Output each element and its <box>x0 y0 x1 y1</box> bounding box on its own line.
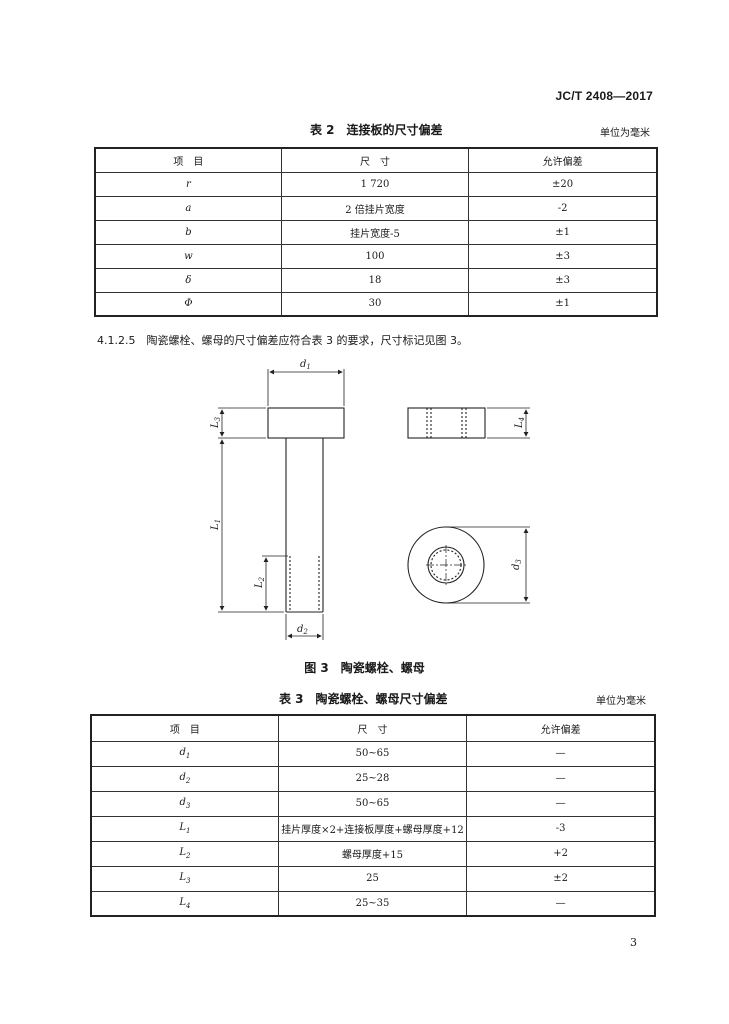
table2-item: a <box>94 195 282 221</box>
table2-header-size: 尺 寸 <box>280 147 470 173</box>
table2-size: 挂片宽度-5 <box>280 219 470 245</box>
table-row: Φ 30 ±1 <box>94 291 658 317</box>
table2-item: δ <box>94 267 282 293</box>
table3-item: L4 <box>90 890 279 917</box>
nut-side-view <box>407 407 486 439</box>
table3-tol: — <box>466 890 656 917</box>
table-row: d3 50~65 — <box>90 790 656 817</box>
table3-item: d3 <box>90 790 279 817</box>
label-d3: d3 <box>511 559 523 570</box>
label-L1: L1 <box>210 519 222 531</box>
table3-size: 50~65 <box>277 740 468 767</box>
table3-size: 挂片厚度×2+连接板厚度+螺母厚度+12 <box>277 815 468 842</box>
table3-tol: — <box>466 790 656 817</box>
table2-size: 18 <box>280 267 470 293</box>
table2-item: Φ <box>94 291 282 317</box>
table3-item: d2 <box>90 765 279 792</box>
table-row: L3 25 ±2 <box>90 865 656 892</box>
table3-size: 25~35 <box>277 890 468 917</box>
table-row: d1 50~65 — <box>90 740 656 767</box>
label-L2: L2 <box>254 576 266 589</box>
table2-header-tol: 允许偏差 <box>468 147 658 173</box>
table-row: L2 螺母厚度+15 +2 <box>90 840 656 867</box>
table3-tol: +2 <box>466 840 656 867</box>
label-d1: d1 <box>300 359 311 371</box>
table3-size: 50~65 <box>277 790 468 817</box>
table2-header-item: 项 目 <box>94 147 282 173</box>
bolt-head <box>267 407 345 439</box>
table2: 项 目 尺 寸 允许偏差 r 1 720 ±20 a 2 倍挂片宽度 -2 b … <box>94 147 658 317</box>
table2-tol: ±1 <box>468 291 658 317</box>
table3-header-row: 项 目 尺 寸 允许偏差 <box>90 714 656 742</box>
table3-item: L1 <box>90 815 279 842</box>
table2-size: 2 倍挂片宽度 <box>280 195 470 221</box>
table2-unit: 单位为毫米 <box>600 128 650 139</box>
table-row: δ 18 ±3 <box>94 267 658 293</box>
page-number: 3 <box>630 936 637 949</box>
table3-item: L3 <box>90 865 279 892</box>
figure3-caption: 图 3 陶瓷螺栓、螺母 <box>304 661 425 675</box>
table2-tol: ±3 <box>468 267 658 293</box>
standard-code: JC/T 2408—2017 <box>555 89 653 103</box>
table3-tol: -3 <box>466 815 656 842</box>
table3-item: L2 <box>90 840 279 867</box>
table2-size: 100 <box>280 243 470 269</box>
table2-header-row: 项 目 尺 寸 允许偏差 <box>94 147 658 173</box>
table2-item: r <box>94 171 282 197</box>
table-row: L4 25~35 — <box>90 890 656 917</box>
figure3-drawing: d1 d2 d3 L1 L2 L3 L4 <box>210 359 530 640</box>
table3-title: 表 3 陶瓷螺栓、螺母尺寸偏差 <box>279 692 448 706</box>
table2-tol: ±20 <box>468 171 658 197</box>
table3: 项 目 尺 寸 允许偏差 d1 50~65 — d2 25~28 — d3 50… <box>90 714 656 917</box>
table3-tol: — <box>466 740 656 767</box>
label-d2: d2 <box>297 624 308 636</box>
label-L4: L4 <box>514 417 526 429</box>
table-row: a 2 倍挂片宽度 -2 <box>94 195 658 221</box>
table3-tol: — <box>466 765 656 792</box>
label-L3: L3 <box>210 416 222 429</box>
table2-size: 30 <box>280 291 470 317</box>
table-row: w 100 ±3 <box>94 243 658 269</box>
table-row: d2 25~28 — <box>90 765 656 792</box>
table2-tol: -2 <box>468 195 658 221</box>
table3-unit: 单位为毫米 <box>596 696 646 707</box>
table2-title: 表 2 连接板的尺寸偏差 <box>310 123 443 137</box>
table3-item: d1 <box>90 740 279 767</box>
table3-header-size: 尺 寸 <box>277 714 468 742</box>
table3-tol: ±2 <box>466 865 656 892</box>
table-row: b 挂片宽度-5 ±1 <box>94 219 658 245</box>
table3-size: 25 <box>277 865 468 892</box>
clause-4-1-2-5: 4.1.2.5 陶瓷螺栓、螺母的尺寸偏差应符合表 3 的要求，尺寸标记见图 3。 <box>97 334 468 347</box>
table-row: L1 挂片厚度×2+连接板厚度+螺母厚度+12 -3 <box>90 815 656 842</box>
table2-tol: ±1 <box>468 219 658 245</box>
table3-header-tol: 允许偏差 <box>466 714 656 742</box>
table3-header-item: 项 目 <box>90 714 279 742</box>
table3-size: 螺母厚度+15 <box>277 840 468 867</box>
table3-size: 25~28 <box>277 765 468 792</box>
